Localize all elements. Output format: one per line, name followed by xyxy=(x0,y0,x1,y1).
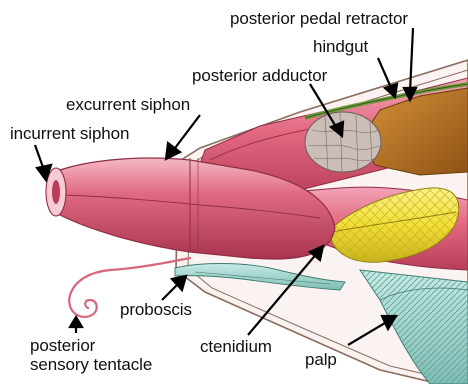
label-line: sensory tentacle xyxy=(30,355,200,374)
label-posterior-sensory-tentacle: posterior sensory tentacle xyxy=(30,336,200,374)
arrow-posterior-sensory-tentacle xyxy=(70,317,82,333)
label-hindgut: hindgut xyxy=(313,37,368,56)
label-posterior-adductor: posterior adductor xyxy=(192,66,327,85)
label-proboscis: proboscis xyxy=(120,300,192,319)
arrow-posterior-pedal-retractor xyxy=(404,28,416,100)
label-incurrent-siphon: incurrent siphon xyxy=(10,124,129,143)
label-posterior-pedal-retractor: posterior pedal retractor xyxy=(230,9,408,28)
label-excurrent-siphon: excurrent siphon xyxy=(66,95,190,114)
label-ctenidium: ctenidium xyxy=(200,337,272,356)
arrow-proboscis xyxy=(162,276,186,300)
arrow-incurrent-siphon xyxy=(35,145,51,180)
label-palp: palp xyxy=(305,350,337,369)
label-line: posterior xyxy=(30,336,200,355)
